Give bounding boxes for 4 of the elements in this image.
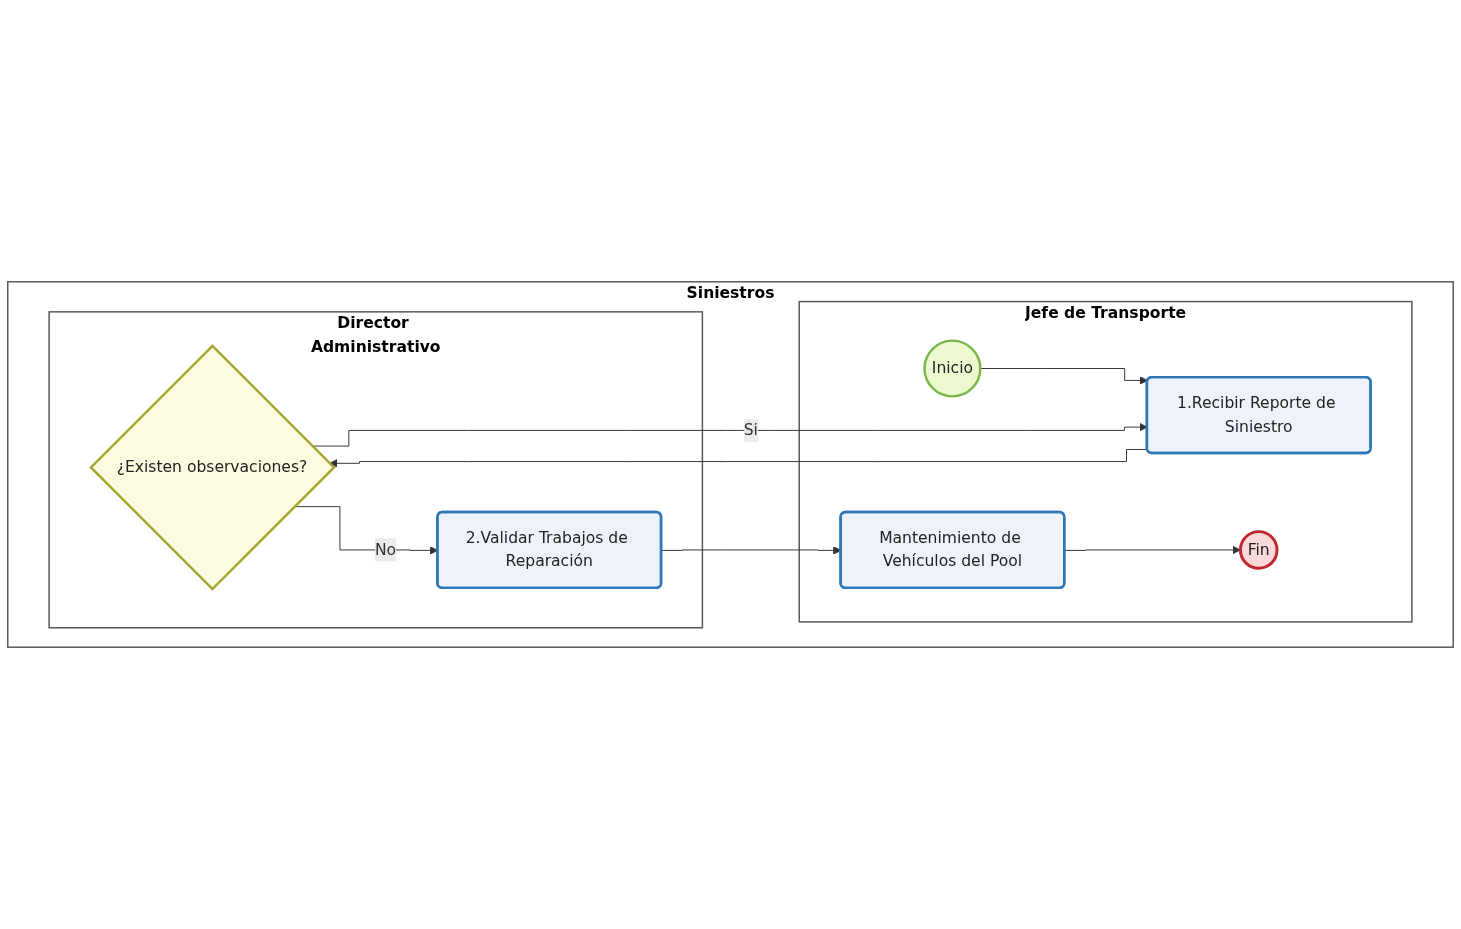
node-circle: Inicio [923,339,982,398]
edge-label: Si [743,420,758,440]
node-circle: Fin [1239,530,1279,570]
edge-label: No [374,540,397,559]
